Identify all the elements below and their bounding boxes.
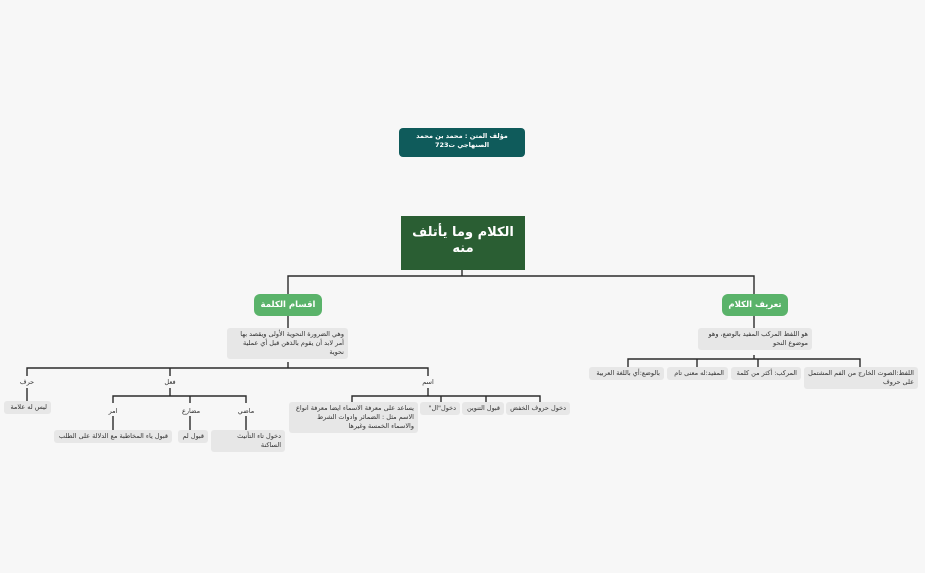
author-node[interactable]: مؤلف المتن : محمد بن محمد الصنهاجي ت723	[399, 128, 525, 157]
branch-definition-of-speech[interactable]: تعريف الكلام	[722, 294, 788, 316]
node-mudari-sign[interactable]: قبول لم	[178, 430, 208, 443]
node-fil[interactable]: فعل	[164, 378, 176, 386]
node-murakkab[interactable]: المركب: أكثر من كلمة	[731, 367, 801, 380]
node-mudari[interactable]: مضارع	[181, 407, 201, 415]
node-word-types-description[interactable]: وهي الضرورة النحوية الأولى ويقصد بها أمر…	[227, 328, 348, 359]
node-madi-sign[interactable]: دخول تاء التأنيث الساكنة	[211, 430, 285, 452]
node-bil-wad[interactable]: بالوضع:أي باللغة العربية	[589, 367, 664, 380]
node-lafz[interactable]: اللفظ:الصوت الخارج من الفم المشتمل على ح…	[804, 367, 918, 389]
branch-word-types[interactable]: اقسام الكلمة	[254, 294, 322, 316]
root-node[interactable]: الكلام وما يأتلف منه	[401, 216, 525, 270]
node-ism-sign-khafd[interactable]: دخول حروف الخفض	[506, 402, 570, 415]
node-mufid[interactable]: المفيد:له معنى تام	[667, 367, 728, 380]
connector-ism-signs	[351, 388, 541, 402]
node-definition[interactable]: هو اللفظ المركب المفيد بالوضع، وهو موضوع…	[698, 328, 812, 350]
node-ism[interactable]: اسم	[422, 378, 434, 386]
node-madi[interactable]: ماضي	[237, 407, 255, 415]
connector-fil-signs	[112, 416, 247, 430]
node-ism-note[interactable]: يساعد على معرفة الاسماء ايضا معرفة انواع…	[289, 402, 418, 433]
connector-right-items	[627, 355, 861, 367]
node-ism-sign-tanwin[interactable]: قبول التنوين	[462, 402, 504, 415]
node-ism-sign-al[interactable]: دخول"ال"	[420, 402, 460, 415]
node-harf-sign[interactable]: ليس له علامة	[4, 401, 51, 414]
node-amr-sign[interactable]: قبول ياء المخاطبة مع الدلالة على الطلب	[54, 430, 172, 443]
node-harf[interactable]: حرف	[19, 378, 35, 386]
connector-fil-types	[112, 388, 247, 403]
node-amr[interactable]: امر	[108, 407, 118, 415]
connector-root	[287, 270, 755, 294]
connector-left-types	[26, 362, 429, 376]
